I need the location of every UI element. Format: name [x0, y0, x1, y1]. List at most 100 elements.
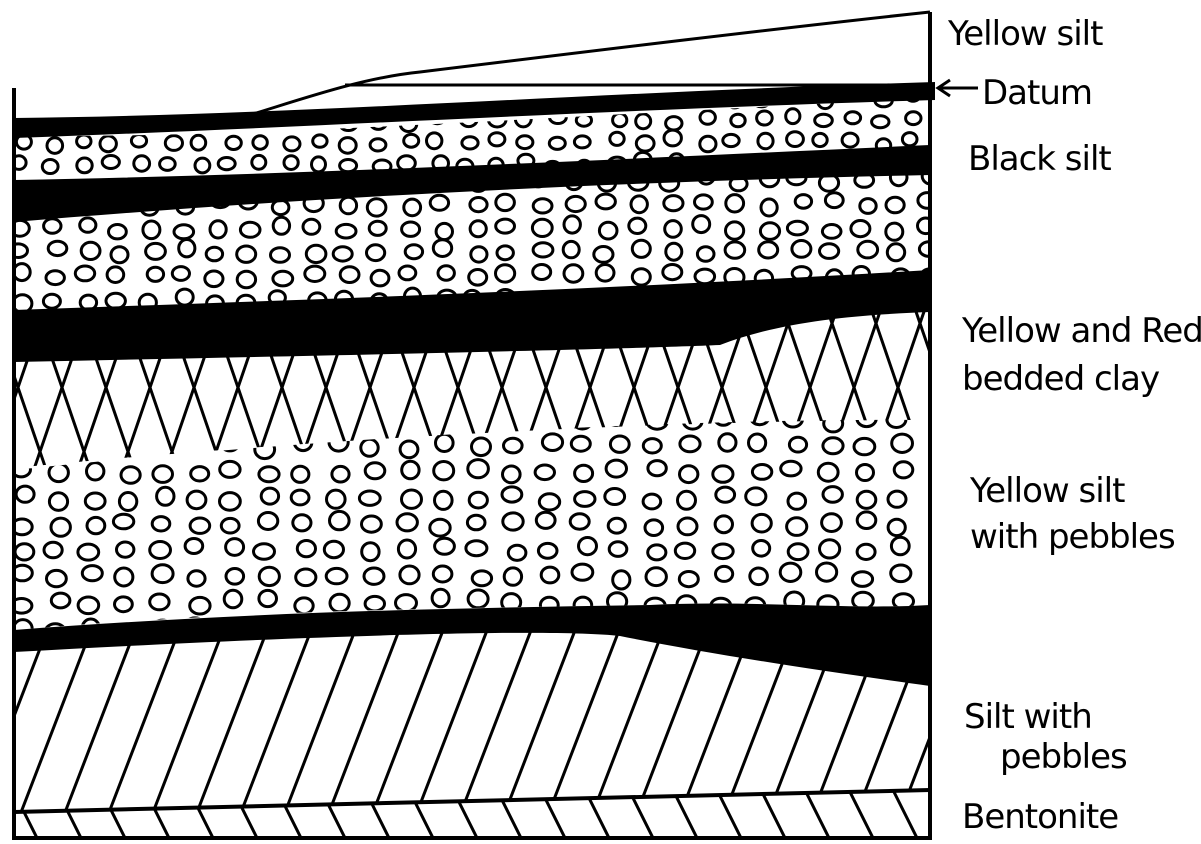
- pebble-mark: [886, 223, 903, 240]
- pebble-mark: [402, 461, 419, 479]
- pebble-mark: [221, 518, 239, 533]
- pebble-mark: [253, 136, 267, 149]
- pebble-mark: [496, 219, 515, 233]
- pebble-mark: [340, 160, 357, 172]
- pebble-mark: [795, 195, 811, 209]
- pebble-mark: [398, 540, 415, 558]
- pebble-mark: [857, 465, 874, 481]
- pebble-mark: [533, 243, 553, 257]
- pebble-mark: [332, 466, 349, 482]
- pebble-mark: [396, 595, 417, 612]
- pebble-mark: [47, 570, 67, 586]
- pebble-mark: [891, 537, 909, 555]
- pebble-mark: [402, 490, 422, 508]
- pebble-mark: [102, 156, 119, 169]
- pebble-mark: [179, 240, 195, 257]
- pebble-mark: [85, 493, 105, 509]
- pebble-mark: [665, 221, 682, 238]
- pebble-mark: [648, 545, 666, 560]
- pebble-mark: [629, 218, 646, 233]
- hatch-line: [717, 790, 742, 840]
- pebble-mark: [636, 114, 651, 129]
- pebble-mark: [87, 463, 104, 480]
- pebble-mark: [359, 491, 380, 505]
- pebble-mark: [115, 597, 133, 612]
- hatch-line: [761, 790, 786, 840]
- pebble-mark: [273, 271, 293, 286]
- pebble-mark: [221, 92, 238, 105]
- pebble-mark: [504, 438, 523, 453]
- pebble-mark: [362, 516, 382, 532]
- pebble-mark: [340, 267, 359, 283]
- pebble-mark: [750, 409, 769, 424]
- pebble-mark: [700, 111, 715, 125]
- pebble-mark: [226, 136, 241, 149]
- pebble-mark: [860, 199, 876, 214]
- pebble-mark: [292, 466, 309, 482]
- hatch-line: [152, 620, 227, 815]
- label-silt-pebbles-2: pebbles: [1000, 737, 1127, 777]
- pebble-mark: [404, 134, 419, 147]
- pebble-mark: [436, 434, 454, 451]
- pebble-mark: [815, 114, 833, 126]
- pebble-mark: [77, 158, 92, 173]
- label-yellow-red-clay-1: Yellow and Red: [961, 311, 1201, 351]
- pebble-mark: [648, 461, 666, 476]
- pebble-mark: [82, 566, 102, 581]
- hatch-line: [636, 620, 711, 815]
- pebble-mark: [224, 590, 242, 608]
- pebble-mark: [851, 221, 870, 237]
- pebble-mark: [44, 90, 58, 105]
- pebble-mark: [305, 266, 325, 281]
- pebble-mark: [759, 242, 778, 258]
- pebble-mark: [312, 157, 326, 172]
- pebble-mark: [719, 434, 736, 451]
- pebble-mark: [190, 518, 210, 533]
- hatch-line: [460, 620, 535, 815]
- pebble-mark: [220, 461, 240, 477]
- pebble-mark: [678, 491, 696, 509]
- pebble-mark: [535, 465, 554, 480]
- pebble-mark: [365, 463, 385, 479]
- pebble-mark: [210, 221, 226, 238]
- pebble-mark: [78, 597, 99, 614]
- hatch-line: [108, 620, 183, 815]
- pebble-mark: [111, 247, 128, 263]
- pebble-mark: [324, 541, 343, 557]
- pebble-mark: [532, 219, 552, 236]
- pebble-mark: [271, 248, 290, 263]
- pebble-mark: [143, 221, 160, 239]
- pebble-mark: [857, 410, 876, 426]
- pebble-mark: [195, 158, 210, 173]
- pebble-mark: [504, 568, 521, 585]
- pebble-mark: [78, 544, 99, 560]
- pebble-mark: [726, 195, 744, 212]
- pebble-mark: [121, 467, 140, 484]
- pebble-mark: [190, 597, 210, 614]
- pebble-mark: [42, 160, 58, 174]
- hatch-line: [0, 300, 4, 475]
- pebble-mark: [191, 467, 209, 481]
- pebble-mark: [134, 88, 150, 102]
- hatch-line: [0, 300, 4, 475]
- pebble-mark: [397, 514, 417, 531]
- pebble-mark: [427, 133, 442, 149]
- pebble-mark: [575, 492, 595, 507]
- pebble-mark: [610, 436, 629, 452]
- pebble-mark: [536, 512, 555, 528]
- pebble-mark: [575, 465, 593, 481]
- pebble-mark: [599, 222, 617, 239]
- pebble-mark: [367, 245, 385, 261]
- pebble-mark: [295, 598, 313, 614]
- pebble-mark: [715, 516, 732, 533]
- pebble-mark: [725, 242, 745, 258]
- pebble-mark: [760, 223, 779, 240]
- pebble-mark: [106, 293, 125, 308]
- pebble-mark: [610, 132, 624, 145]
- pebble-mark: [695, 269, 715, 284]
- pebble-mark: [857, 512, 876, 529]
- pebble-mark: [508, 545, 526, 560]
- pebble-mark: [157, 487, 174, 505]
- pebble-mark: [572, 564, 593, 580]
